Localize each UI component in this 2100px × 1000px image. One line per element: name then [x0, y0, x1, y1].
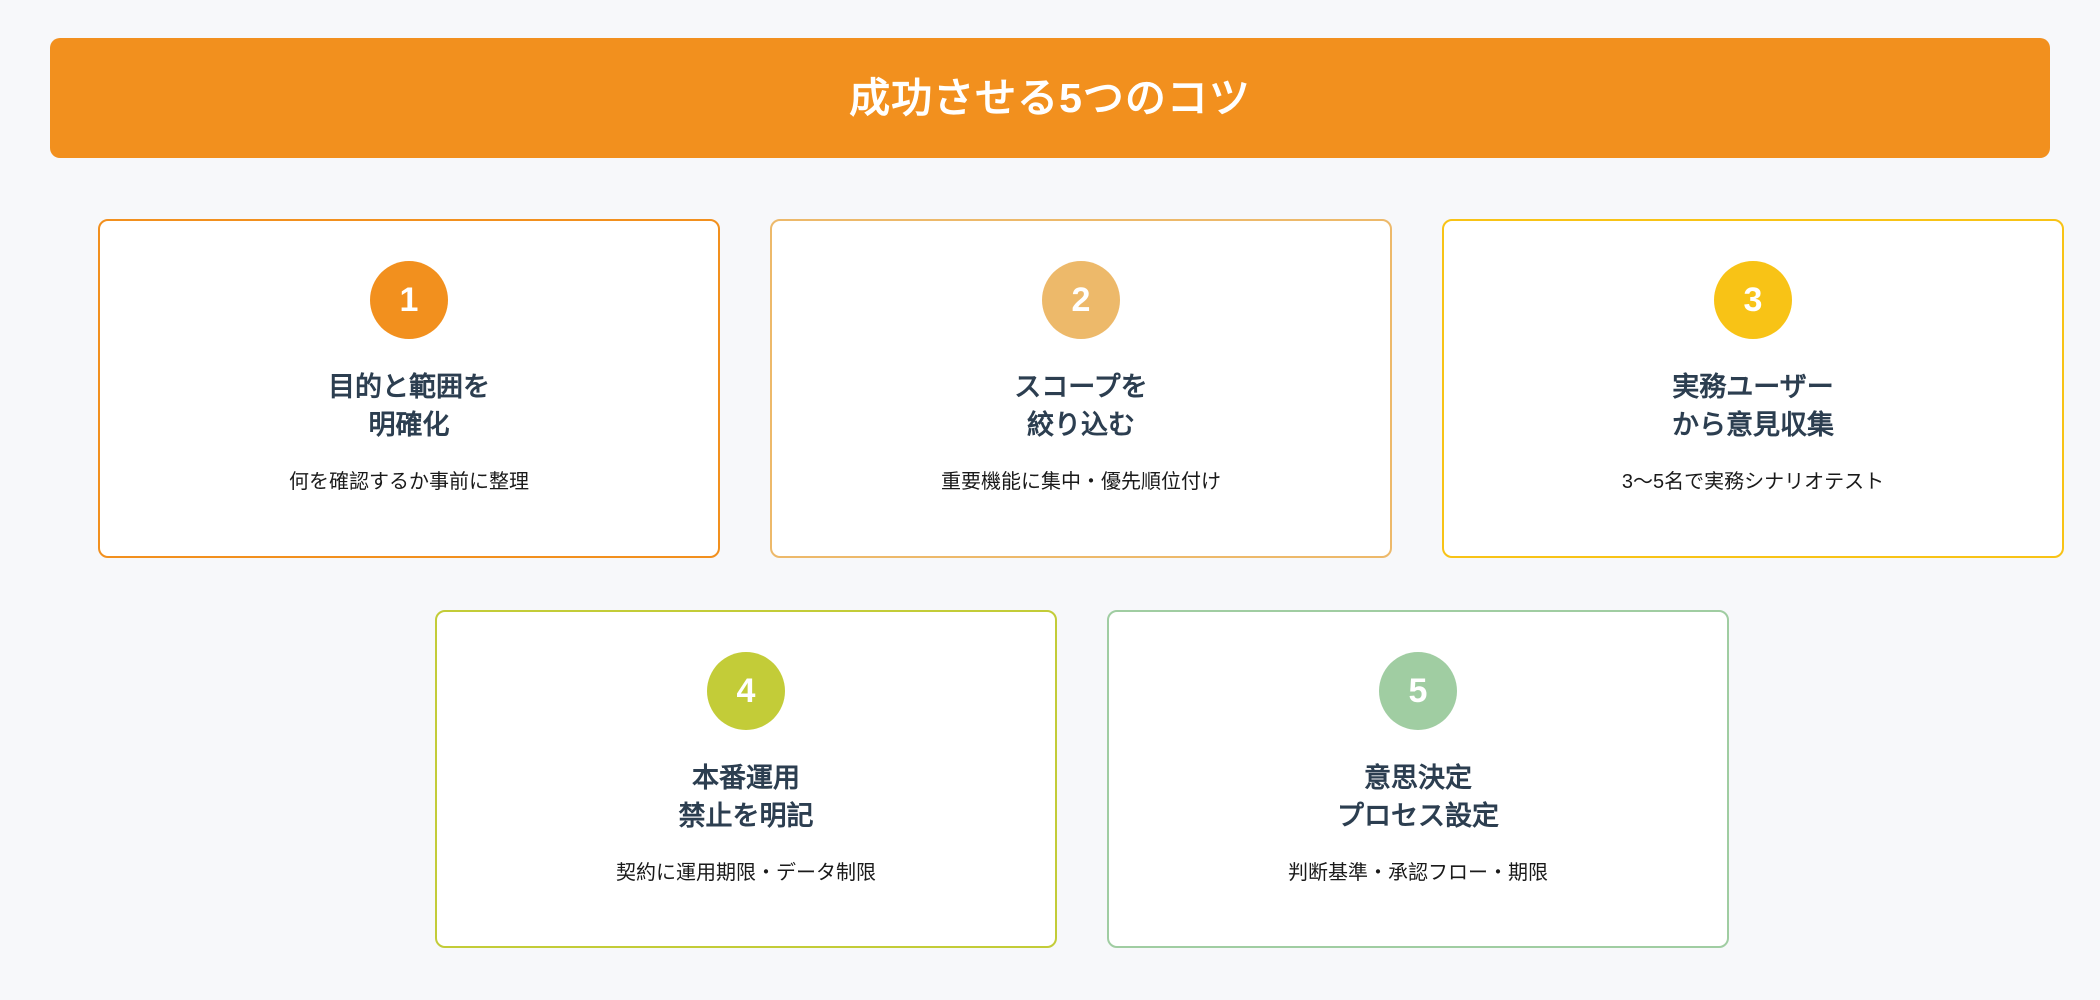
tip-card-4[interactable]: 4 本番運用 禁止を明記 契約に運用期限・データ制限 [435, 610, 1057, 948]
card-row-bottom: 4 本番運用 禁止を明記 契約に運用期限・データ制限 5 意思決定 プロセス設定… [435, 610, 1729, 948]
tip-number-badge-2: 2 [1042, 261, 1120, 339]
tip-title-4: 本番運用 禁止を明記 [678, 763, 814, 832]
tip-title-5: 意思決定 プロセス設定 [1337, 763, 1499, 832]
tip-number-3: 3 [1743, 281, 1763, 319]
tip-number-badge-1: 1 [370, 261, 448, 339]
tip-number-2: 2 [1071, 281, 1091, 319]
tip-title-1: 目的と範囲を 明確化 [328, 372, 490, 441]
tip-card-1[interactable]: 1 目的と範囲を 明確化 何を確認するか事前に整理 [98, 219, 720, 558]
tip-title-3: 実務ユーザー から意見収集 [1672, 372, 1834, 441]
tip-number-4: 4 [736, 672, 756, 710]
tip-description-2: 重要機能に集中・優先順位付け [941, 470, 1221, 493]
tip-description-3: 3〜5名で実務シナリオテスト [1621, 470, 1885, 493]
tip-number-5: 5 [1408, 672, 1428, 710]
tip-card-3[interactable]: 3 実務ユーザー から意見収集 3〜5名で実務シナリオテスト [1442, 219, 2064, 558]
tip-description-1: 何を確認するか事前に整理 [289, 470, 529, 493]
header-banner: 成功させる5つのコツ [50, 38, 2050, 158]
tip-number-1: 1 [399, 281, 419, 319]
tip-number-badge-5: 5 [1379, 652, 1457, 730]
tip-number-badge-4: 4 [707, 652, 785, 730]
tip-card-2[interactable]: 2 スコープを 絞り込む 重要機能に集中・優先順位付け [770, 219, 1392, 558]
tip-card-5[interactable]: 5 意思決定 プロセス設定 判断基準・承認フロー・期限 [1107, 610, 1729, 948]
tip-description-4: 契約に運用期限・データ制限 [616, 861, 876, 884]
tip-description-5: 判断基準・承認フロー・期限 [1288, 861, 1548, 884]
page-title: 成功させる5つのコツ [849, 74, 1251, 121]
tip-title-2: スコープを 絞り込む [1014, 372, 1148, 441]
tip-number-badge-3: 3 [1714, 261, 1792, 339]
card-row-top: 1 目的と範囲を 明確化 何を確認するか事前に整理 2 スコープを 絞り込む 重… [98, 219, 2064, 558]
